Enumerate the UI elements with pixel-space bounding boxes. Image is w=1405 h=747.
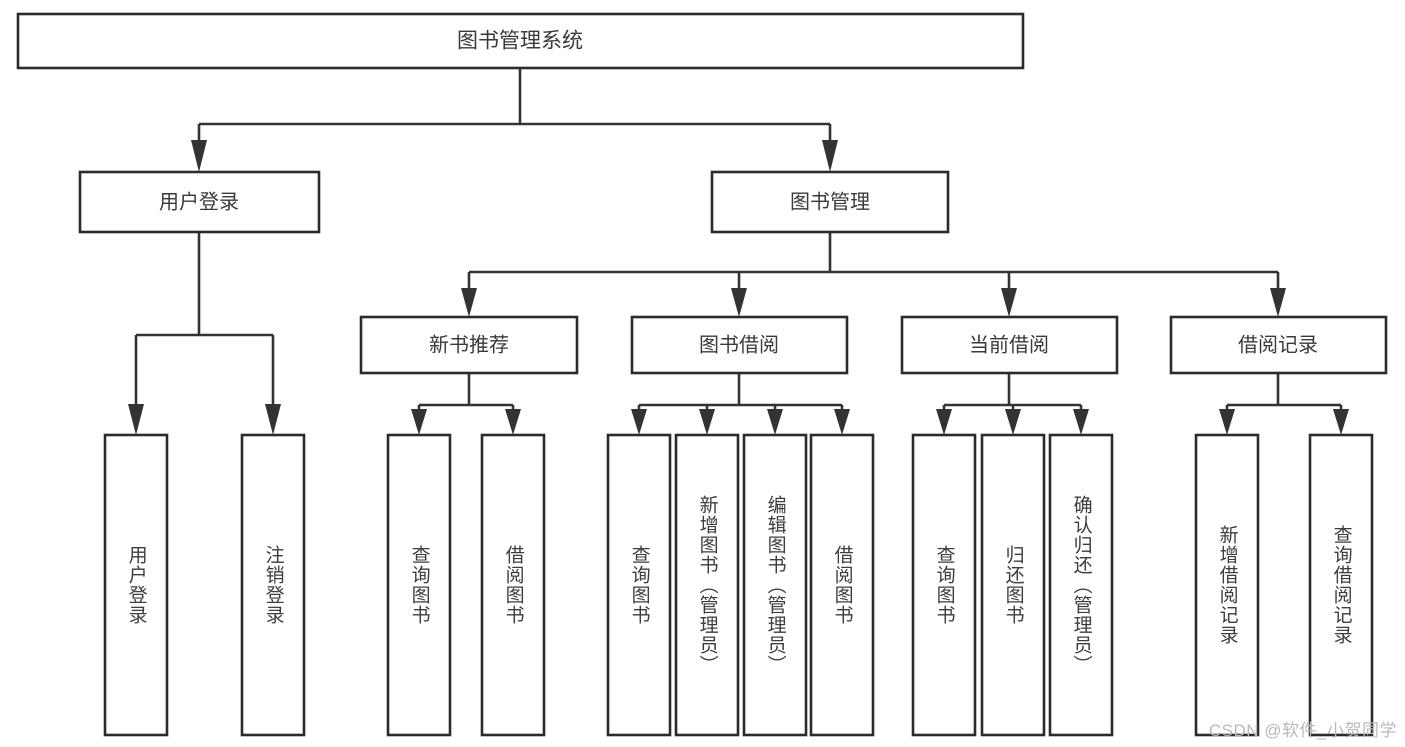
node-book-borrow[interactable] [630,315,849,375]
arrowhead-leaf-bookborrow-3 [767,409,783,435]
arrowhead-user-login [191,140,207,172]
node-new-book-recommend[interactable] [359,315,579,375]
node-user-login[interactable] [78,170,321,234]
node-leaf-currentborrow-return-book[interactable] [980,433,1046,737]
node-borrow-record-label: 借阅记录 [1238,333,1318,356]
arrowhead-leaf-currentborrow-3 [1073,409,1089,435]
arrowhead-leaf-user-login-2 [265,404,281,435]
node-leaf-user-login[interactable] [103,433,169,737]
node-root-label: 图书管理系统 [457,30,583,53]
csdn-watermark: CSDN @软件_小贺同学 [1208,721,1397,740]
node-leaf-newbook-query-book[interactable] [386,433,452,737]
arrowhead-leaf-bookborrow-4 [834,409,850,435]
arrowhead-leaf-currentborrow-2 [1005,409,1021,435]
arrowhead-leaf-bookborrow-1 [631,409,647,435]
node-leaf-bookborrow-query-book[interactable] [606,433,672,737]
node-user-login-label: 用户登录 [159,190,239,213]
node-book-management[interactable] [710,170,950,234]
node-leaf-borrowrecord-query-record[interactable] [1308,433,1374,737]
node-leaf-currentborrow-query-book[interactable] [911,433,977,737]
arrowhead-borrow-record [1270,288,1286,317]
arrowhead-leaf-borrowrecord-1 [1219,409,1235,435]
arrowhead-leaf-user-login-1 [128,404,144,435]
node-leaf-newbook-borrow-book[interactable] [480,433,546,737]
node-current-borrow[interactable] [900,315,1119,375]
node-new-book-recommend-label: 新书推荐 [429,333,509,356]
arrowhead-leaf-borrowrecord-2 [1333,409,1349,435]
node-book-borrow-label: 图书借阅 [699,333,779,356]
node-root-book-management-system[interactable] [16,12,1025,70]
arrowhead-leaf-currentborrow-1 [936,409,952,435]
node-leaf-bookborrow-borrow-book[interactable] [809,433,875,737]
arrowhead-leaf-newbook-1 [411,409,427,435]
node-leaf-borrowrecord-add-record[interactable] [1194,433,1260,737]
nodes-layer: 图书管理系统 用户登录 图书管理 新书推荐 图书借阅 当前借阅 借阅记录 [16,12,1388,737]
node-leaf-bookborrow-add-book-admin[interactable] [674,433,740,737]
arrowhead-book-borrow [731,288,747,317]
node-borrow-record[interactable] [1169,315,1388,375]
arrowhead-book-mgmt [822,140,838,172]
node-book-management-label: 图书管理 [790,190,870,213]
node-leaf-currentborrow-confirm-return-admin[interactable] [1048,433,1114,737]
arrowhead-leaf-newbook-2 [505,409,521,435]
arrowhead-current-borrow [1001,288,1017,317]
arrowhead-new-book [461,288,477,317]
arrowhead-leaf-bookborrow-2 [699,409,715,435]
node-leaf-bookborrow-edit-book-admin[interactable] [742,433,808,737]
node-leaf-logout[interactable] [240,433,306,737]
node-current-borrow-label: 当前借阅 [969,333,1049,356]
connectors-layer [128,68,1349,435]
